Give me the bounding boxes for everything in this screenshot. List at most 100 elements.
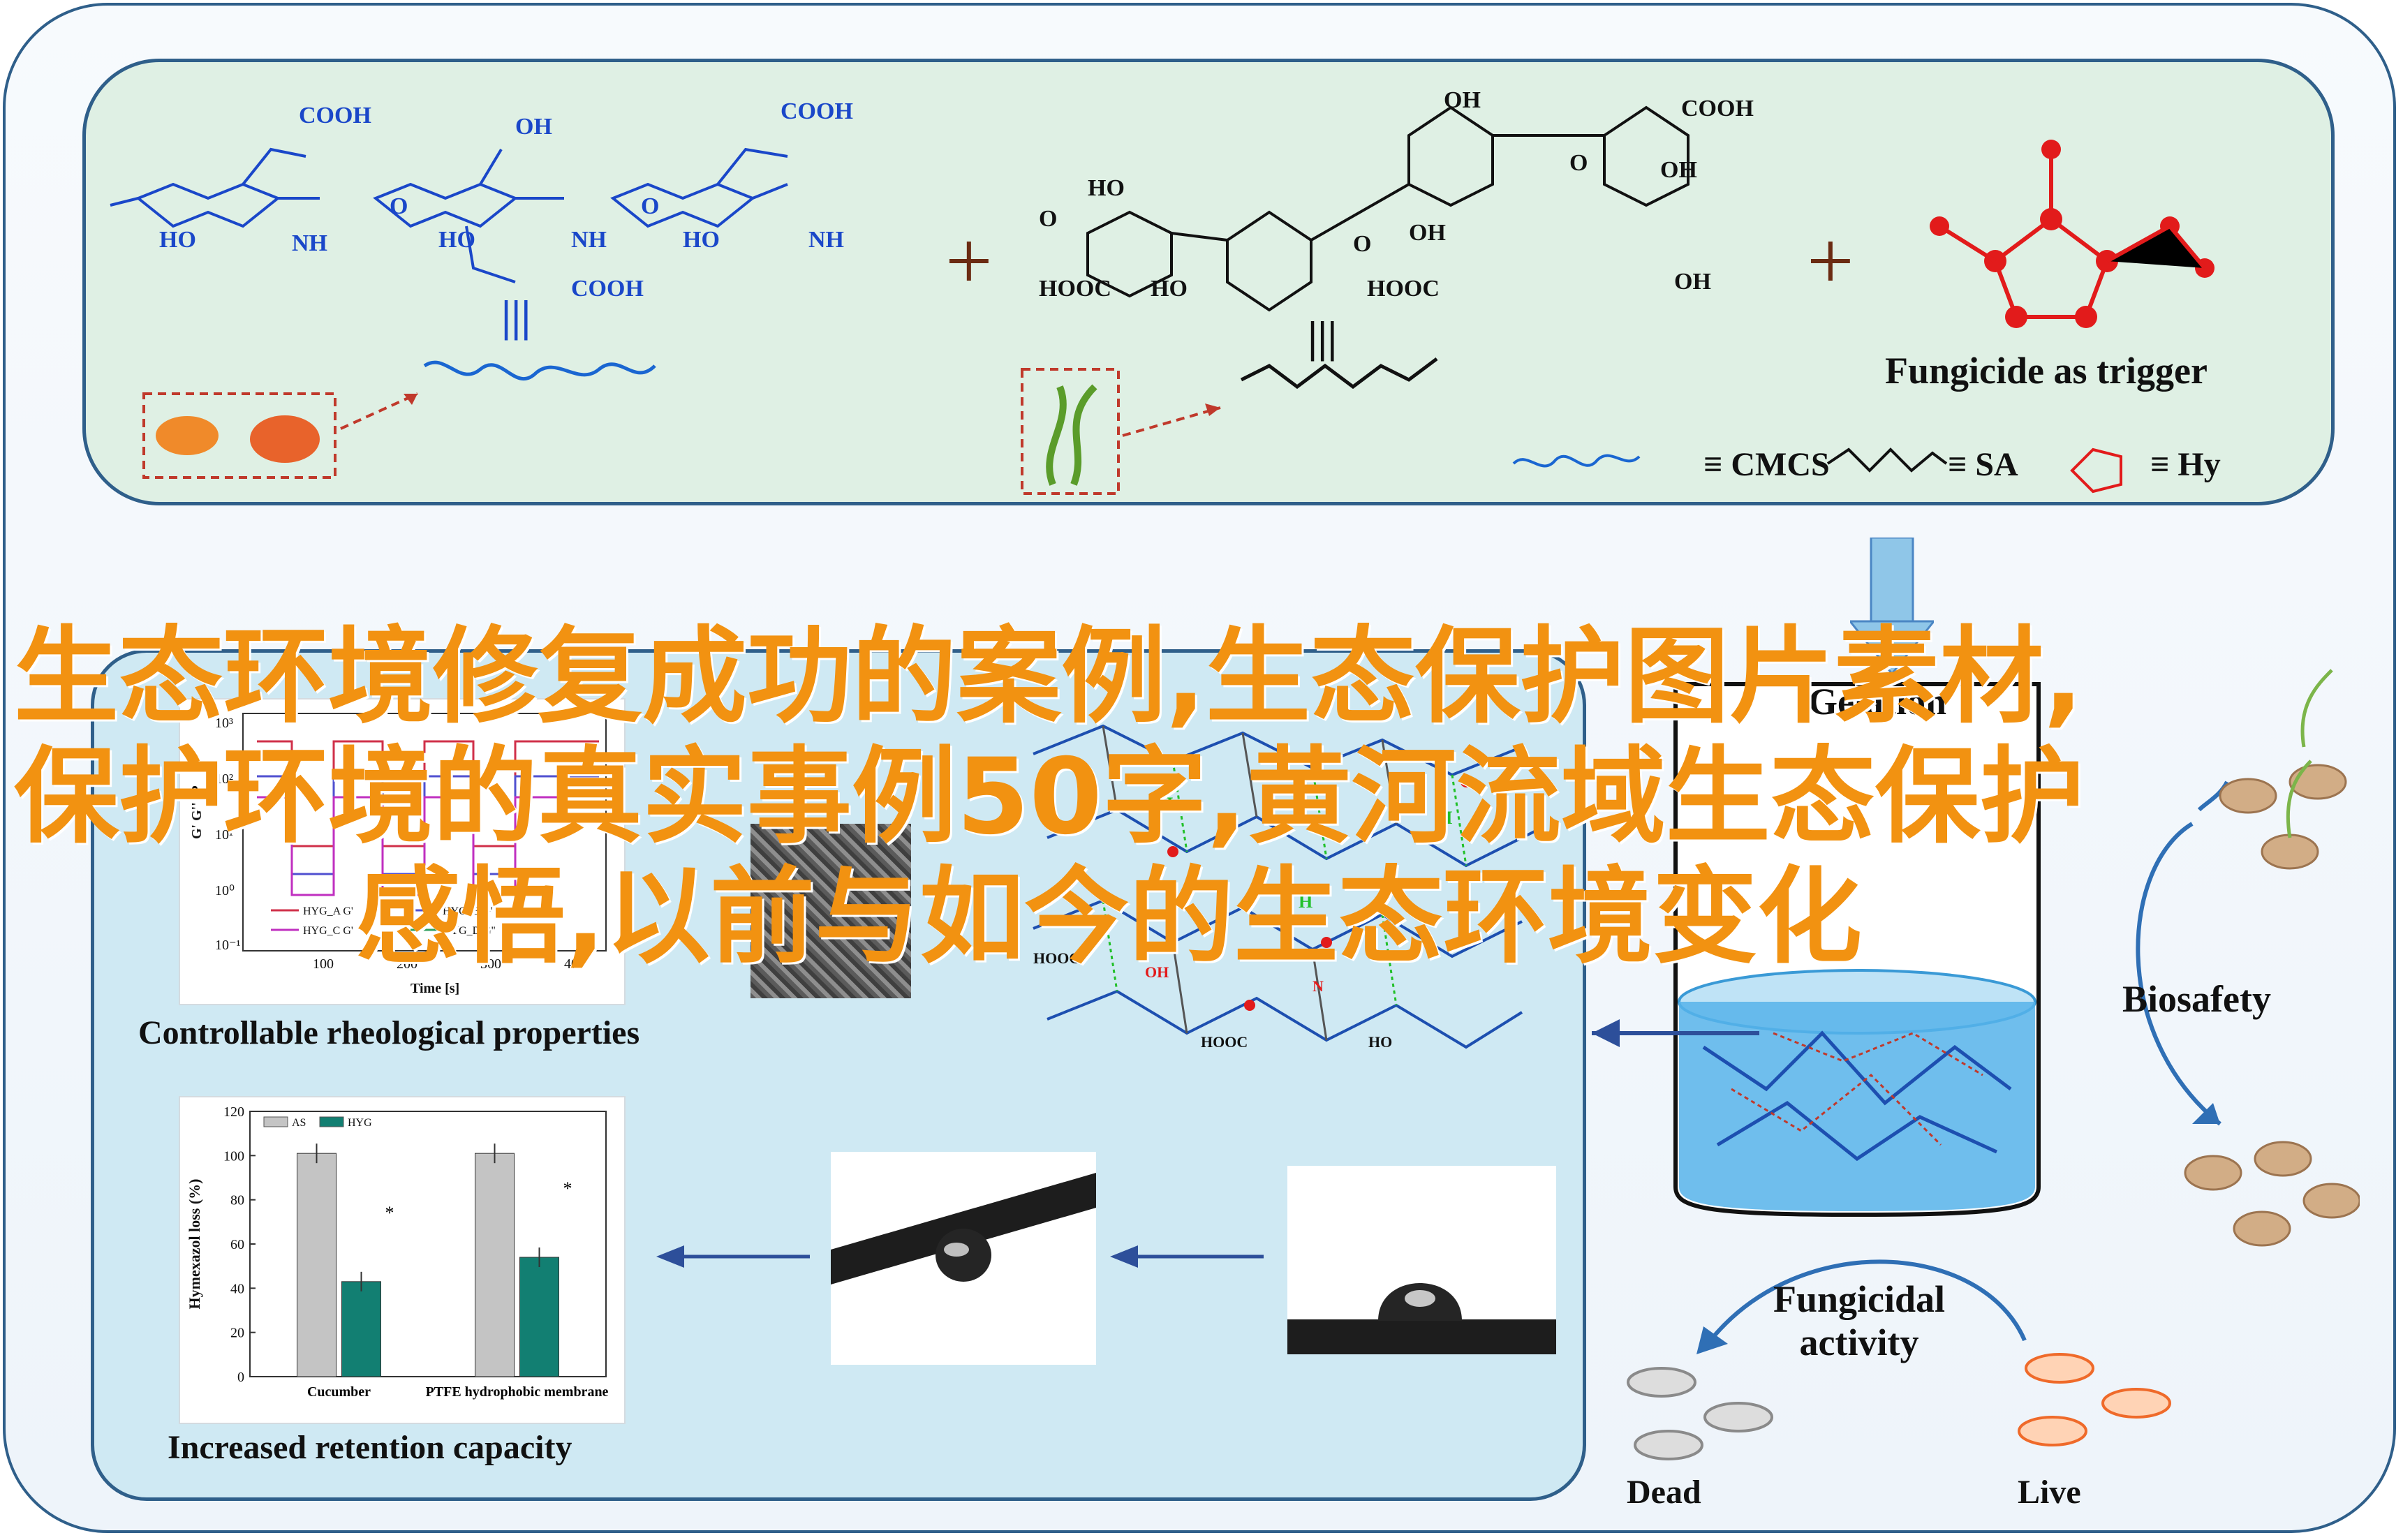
bar-ytick-label: 20 [230, 1326, 244, 1341]
cmcs-chain-icon [423, 360, 656, 381]
sa-structure [1086, 105, 1690, 312]
left-arrow-icon [1592, 1019, 1620, 1047]
biosafety-arc [2136, 822, 2221, 1126]
top-panel [82, 59, 2335, 505]
cmcs-o-1: O [390, 193, 408, 219]
sprout-icon [2286, 669, 2333, 838]
rheo-xtick-3: 300 [480, 956, 501, 972]
cmcs-nh2-1: NH [292, 230, 327, 256]
rheo-ytick-5: 10⁻¹ [215, 938, 241, 953]
sa-oh-4: OH [1674, 269, 1711, 295]
rheology-label: Controllable rheological properties [138, 1014, 640, 1051]
bar-hyg-1 [341, 1281, 381, 1377]
sa-hooc-1: HOOC [1039, 276, 1111, 302]
retention-chart: 0 20 40 60 80 100 120 * Cucumber * PTFE hydrophob… [179, 1096, 626, 1424]
rheology-chart: 10³ 10² 10¹ 10⁰ 10⁻¹ 100 200 300 400 Tim… [179, 698, 626, 1005]
sa-oh-3: OH [1660, 157, 1697, 183]
bar-category-label: Cucumber [307, 1384, 371, 1400]
live-bacteria-icon [2018, 1353, 2171, 1446]
bar-legend-as: AS [292, 1117, 306, 1129]
bar-ytick-label: 0 [237, 1370, 244, 1385]
bar-ytick-label: 60 [230, 1237, 244, 1252]
seaweed-icon [1046, 384, 1097, 486]
live-label: Live [2018, 1474, 2081, 1511]
fungicidal-arc [1708, 1259, 2027, 1342]
rheo-legend-1: HYG_A G' [303, 905, 353, 917]
gel-hooc: HOOC [1033, 949, 1080, 967]
bar-category-label: PTFE hydrophobic membrane [426, 1384, 609, 1400]
chemistry-schematic: COOH OH COOH HO NH HO NH COOH HO NH O O … [110, 87, 2215, 495]
droplet-flat-image [1287, 1166, 1556, 1354]
sa-hooc-2: HOOC [1367, 276, 1440, 302]
rheo-legend-3: HYG_C G' [303, 925, 353, 937]
sa-legend-label: ≡ SA [1948, 446, 2018, 483]
rheo-ytick-1: 10³ [215, 716, 233, 731]
rheo-ylabel: G' G'' (P [189, 785, 205, 839]
fungicide-trigger-label: Fungicide as trigger [1885, 350, 2208, 392]
dead-bacteria-icon [1627, 1367, 1773, 1460]
cmcs-ho-2: HO [438, 227, 475, 253]
cmcs-equiv: ||| [501, 291, 531, 341]
bar-legend-hyg: HYG [348, 1117, 372, 1129]
gel-h-1: H [1159, 794, 1173, 814]
dead-label: Dead [1627, 1474, 1701, 1511]
sem-micrograph [751, 824, 911, 998]
cmcs-oh-1: OH [515, 114, 552, 140]
down-arrow-icon [1850, 538, 1934, 676]
cmcs-nh: NH [571, 227, 607, 253]
rheo-xlabel: Time [s] [411, 981, 459, 996]
hy-legend-icon [2070, 447, 2122, 494]
fungicidal-activity-label: Fungicidal activity [1773, 1278, 1945, 1364]
rheo-xtick-4: 400 [564, 956, 585, 972]
sa-chain-icon [1240, 357, 1438, 390]
beaker-icon [1673, 682, 2041, 1217]
sa-cooh: COOH [1681, 96, 1754, 121]
sa-o-1: O [1039, 206, 1057, 232]
cmcs-legend-label: ≡ CMCS [1703, 446, 1830, 483]
bar-ytick-label: 120 [223, 1104, 244, 1120]
cmcs-ho-3: HO [683, 227, 720, 253]
biosafety-label: Biosafety [2122, 978, 2271, 1020]
sa-o-2: O [1353, 231, 1371, 257]
gel-oh: OH [1145, 963, 1169, 981]
bar-significance-mark: * [385, 1203, 394, 1223]
seed-icons [2184, 764, 2360, 1247]
gelation-schematic [1592, 669, 2360, 1460]
bar-significance-mark: * [563, 1178, 572, 1199]
sa-legend-icon [1826, 447, 1948, 473]
hy-molecule-icon [1930, 140, 2215, 328]
gel-network-diagram: H H H HOOC HOOC HO N OH [1033, 724, 1537, 1051]
rheo-xtick-1: 100 [313, 956, 334, 972]
bar-as-2 [475, 1153, 515, 1377]
bar-as-1 [297, 1153, 337, 1377]
bar-ylabel: Hymexazol loss (%) [186, 1179, 203, 1310]
cmcs-cooh-3: COOH [571, 276, 644, 302]
overlay-title-line2: 保护环境的真实事例50字,黄河流域生态保护 [14, 736, 2085, 858]
rheo-xtick-2: 200 [397, 956, 417, 972]
shrimp-icon [156, 416, 219, 455]
cmcs-nh2-2: NH [808, 227, 844, 253]
cmcs-cooh-1: COOH [299, 103, 371, 128]
cmcs-legend-icon [1512, 454, 1641, 468]
bar-ytick-label: 40 [230, 1281, 244, 1296]
gel-n: N [1313, 977, 1324, 995]
rheo-legend-2: HYG_B G' [443, 905, 493, 917]
cmcs-structure [110, 147, 788, 283]
gel-h-3: H [1438, 808, 1452, 828]
sa-o-3: O [1569, 150, 1588, 176]
rheo-ytick-4: 10⁰ [215, 883, 235, 898]
hy-legend-label: ≡ Hy [2150, 446, 2221, 483]
cmcs-cooh-2: COOH [781, 98, 853, 124]
cmcs-ho-1: HO [159, 227, 196, 253]
rheo-ytick-3: 10¹ [215, 827, 233, 843]
overlay-title-line1: 生态环境修复成功的案例,生态保护图片素材, [14, 616, 2083, 738]
sa-oh-2: OH [1409, 220, 1446, 246]
bar-ytick-label: 100 [223, 1148, 244, 1164]
droplet-tilted-image [831, 1152, 1096, 1365]
arrow-to-tilted-icon [1110, 1245, 1264, 1268]
fungicidal-line2: activity [1799, 1321, 1919, 1363]
bar-ytick-label: 80 [230, 1193, 244, 1208]
sa-oh-1: OH [1444, 87, 1481, 113]
plus-sign-2: + [1807, 214, 1854, 307]
cmcs-o-2: O [641, 193, 659, 219]
